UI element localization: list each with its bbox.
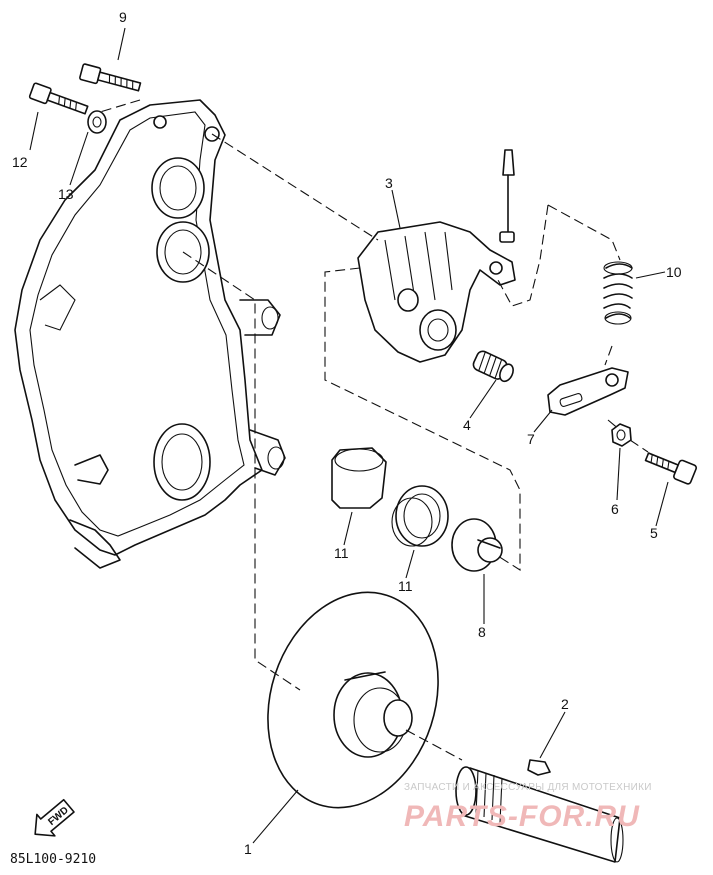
callout-numbers: 1 2 3 4 5 6 7 8 9 10 11 11 12 13 bbox=[12, 9, 682, 857]
fwd-arrow-icon: FWD bbox=[34, 798, 75, 837]
callout-3: 3 bbox=[385, 175, 393, 191]
callout-8: 8 bbox=[478, 624, 486, 640]
callout-6: 6 bbox=[611, 501, 619, 517]
spring-10 bbox=[603, 261, 633, 325]
callout-leaders bbox=[29, 27, 669, 844]
drawing-code: 85L100-9210 bbox=[10, 852, 96, 867]
callout-4: 4 bbox=[463, 417, 471, 433]
bushing-11-upper bbox=[331, 447, 387, 509]
alignment-lines bbox=[99, 99, 649, 761]
gearcase-housing bbox=[14, 99, 286, 569]
watermark-tagline: ЗАПЧАСТИ И АКСЕССУАРЫ ДЛЯ МОТОТЕХНИКИ bbox=[404, 782, 652, 793]
callout-11-lower: 11 bbox=[398, 578, 413, 594]
key-2 bbox=[527, 759, 551, 776]
adjuster-screw-4 bbox=[472, 350, 514, 383]
callout-5: 5 bbox=[650, 525, 658, 541]
bolt-12 bbox=[28, 82, 89, 115]
watermark-logo: PARTS-FOR.RU bbox=[404, 800, 640, 833]
drive-shaft bbox=[455, 766, 624, 863]
callout-1: 1 bbox=[244, 841, 252, 857]
pin-8 bbox=[451, 518, 503, 572]
callout-12: 12 bbox=[12, 154, 28, 170]
brake-caliper-3 bbox=[357, 221, 516, 363]
watermark: ЗАПЧАСТИ И АКСЕССУАРЫ ДЛЯ МОТОТЕХНИКИ PA… bbox=[404, 782, 652, 833]
pulley-sheave-1 bbox=[267, 591, 439, 809]
callout-10: 10 bbox=[666, 264, 682, 280]
callout-11-upper: 11 bbox=[334, 545, 349, 561]
callout-2: 2 bbox=[561, 696, 569, 712]
bushing-11-lower bbox=[391, 485, 449, 547]
cable-rod bbox=[499, 149, 515, 243]
washer-13 bbox=[87, 110, 107, 134]
bolt-9 bbox=[79, 63, 142, 92]
callout-7: 7 bbox=[527, 431, 535, 447]
callout-13: 13 bbox=[58, 186, 74, 202]
nut-6 bbox=[611, 423, 632, 447]
callout-9: 9 bbox=[119, 9, 127, 25]
bolt-5 bbox=[644, 452, 698, 485]
lever-arm-7 bbox=[547, 367, 629, 416]
